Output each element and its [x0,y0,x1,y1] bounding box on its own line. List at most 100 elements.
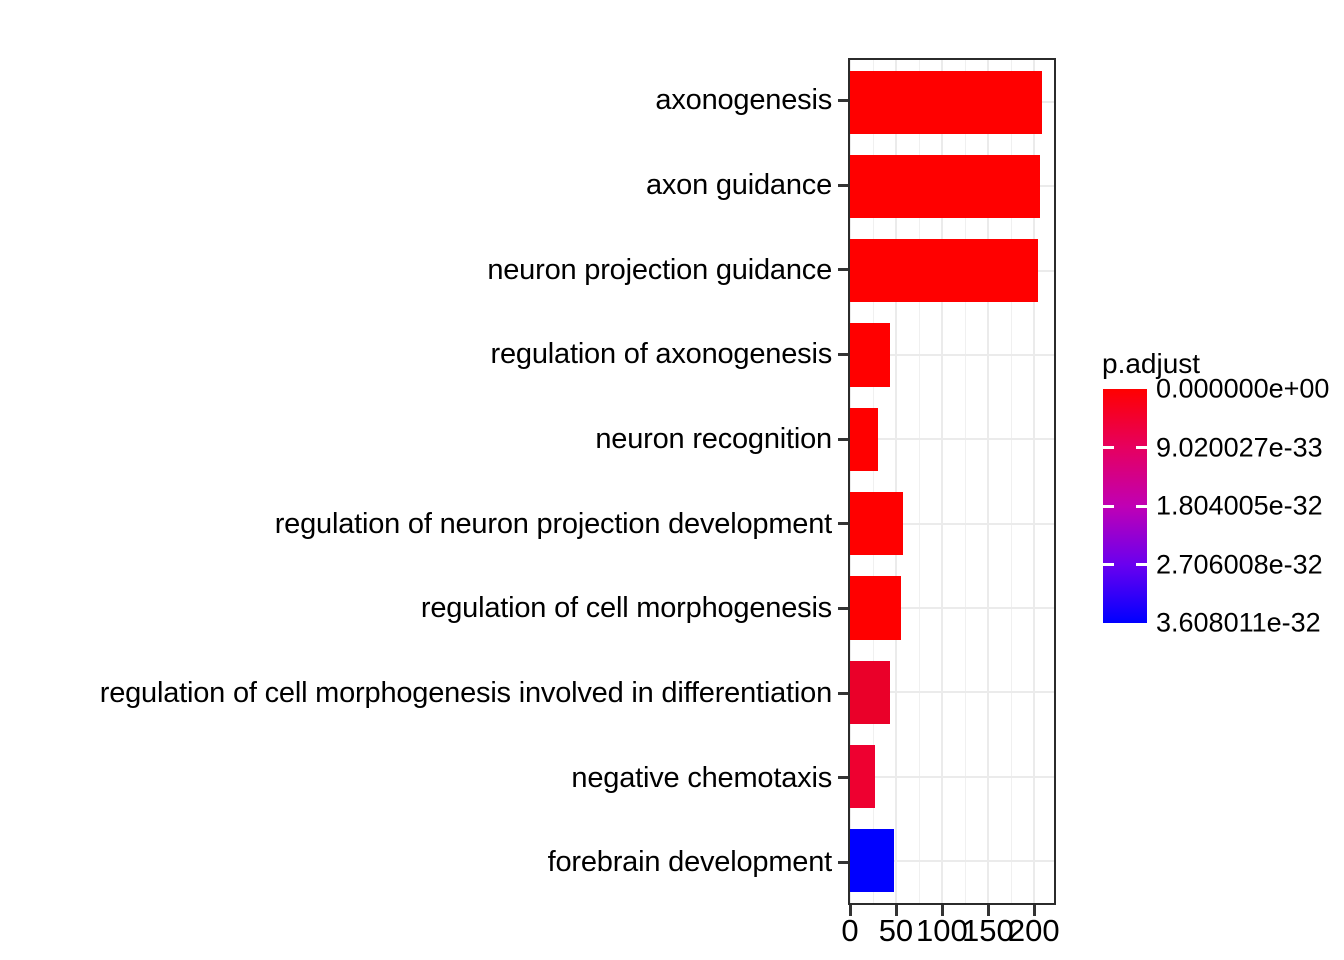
legend-title: p.adjust [1102,348,1201,379]
grid-line-vertical [894,60,897,903]
bar-slot [850,650,1054,734]
bar[interactable] [850,492,904,556]
bar-slot [850,397,1054,481]
y-axis-tick-mark [838,691,848,695]
colorbar-tick-mark [1103,504,1114,508]
y-axis-tick-mark [838,352,848,356]
x-axis-tick-mark [894,905,898,916]
y-axis-label-row: neuron recognition [0,397,838,482]
bar[interactable] [850,829,895,893]
y-axis-tick-mark [838,776,848,780]
y-axis-tick-mark [838,522,848,526]
y-axis-tick-mark [838,437,848,441]
x-axis-tick-label: 0 [841,913,859,948]
grid-line-horizontal [850,606,1054,609]
y-axis-label-row: negative chemotaxis [0,736,838,821]
bar-series [850,60,1054,903]
y-axis-tick-cell [838,820,848,905]
y-axis-tick-cell [838,312,848,397]
bar[interactable] [850,407,878,471]
y-axis-tick-label: negative chemotaxis [571,761,832,794]
bar-slot [850,566,1054,650]
y-axis-tick-label: forebrain development [547,846,833,879]
x-axis-tick-mark [940,905,944,916]
bar[interactable] [850,744,875,809]
y-axis-tick-cell [838,736,848,821]
bar-slot [850,144,1054,228]
y-axis-tick-marks [838,58,848,905]
plot-panel [848,58,1056,905]
bar[interactable] [850,660,891,724]
grid-line-horizontal [850,691,1054,694]
y-axis-label-row: regulation of cell morphogenesis involve… [0,651,838,736]
y-axis-tick-mark [838,861,848,865]
y-axis-labels: axonogenesis axon guidance neuron projec… [0,58,838,905]
y-axis-tick-cell [838,58,848,143]
grid-line-vertical [940,60,943,903]
y-axis-tick-label: regulation of cell morphogenesis involve… [99,677,832,710]
grid-line-vertical [1032,60,1035,903]
y-axis-label-row: axon guidance [0,143,838,228]
x-axis-tick-mark [986,905,990,916]
y-axis-tick-label: regulation of cell morphogenesis [420,592,832,625]
colorbar-tick-label: 9.020027e-33 [1156,432,1323,462]
bar[interactable] [850,239,1039,303]
colorbar-tick-mark [1136,504,1147,508]
y-axis-tick-label: axon guidance [645,168,832,201]
x-axis-tick-label: 50 [878,913,914,948]
y-axis-label-row: regulation of neuron projection developm… [0,482,838,567]
grid-line-horizontal [850,775,1054,778]
grid-line-vertical [986,60,989,903]
y-axis-tick-cell [838,227,848,312]
x-axis-tick-marks [848,905,1056,916]
grid-line-horizontal [850,859,1054,862]
bar-slot [850,481,1054,565]
y-axis-tick-label: axonogenesis [655,84,832,117]
grid-line-vertical-minor [1010,60,1012,903]
y-axis-tick-cell [838,651,848,736]
colorbar-tick-label: 2.706008e-32 [1156,549,1323,579]
x-axis-tick-mark [1032,905,1036,916]
legend-colorbar: p.adjust 0.000000e+00 9.020027e-33 1.80400… [1100,348,1344,638]
y-axis-tick-mark [838,183,848,187]
colorbar-tick-mark [1136,563,1147,566]
y-axis-label-row: neuron projection guidance [0,227,838,312]
y-axis-tick-cell [838,143,848,228]
colorbar-tick-mark [1136,446,1147,449]
bar-slot [850,229,1054,313]
y-axis-label-row: regulation of axonogenesis [0,312,838,397]
bar[interactable] [850,576,901,640]
bar[interactable] [850,323,890,387]
y-axis-label-row: axonogenesis [0,58,838,143]
colorbar-tick-mark [1103,446,1114,449]
x-axis-tick-label: 150 [961,913,1014,948]
y-axis-label-row: regulation of cell morphogenesis [0,566,838,651]
grid-line-vertical-minor [872,60,874,903]
grid-line-horizontal [850,438,1054,441]
y-axis-tick-label: neuron recognition [595,422,832,455]
grid-line-horizontal [850,522,1054,525]
colorbar-tick-label: 3.608011e-32 [1156,607,1321,638]
grid-line-vertical [850,60,851,903]
y-axis-tick-label: regulation of neuron projection developm… [274,507,832,540]
y-axis-tick-mark [838,268,848,272]
colorbar-tick-marks [1103,389,1147,623]
grid-lines [850,60,1054,903]
colorbar-tick-mark [1103,563,1114,566]
x-axis-tick-label: 100 [916,913,968,948]
y-axis-tick-label: neuron projection guidance [487,253,832,286]
grid-line-horizontal [850,354,1054,357]
y-axis-tick-mark [838,607,848,611]
bar-slot [850,60,1054,144]
bar[interactable] [850,154,1041,219]
y-axis-label-row: forebrain development [0,820,838,905]
colorbar-tick-label: 0.000000e+00 [1156,373,1330,404]
bar[interactable] [850,70,1043,134]
x-axis-tick-label: 200 [1007,913,1060,948]
bar-slot [850,734,1054,818]
grid-line-vertical-minor [918,60,920,903]
bar-slot [850,313,1054,397]
colorbar-tick-label: 1.804005e-32 [1156,490,1323,521]
